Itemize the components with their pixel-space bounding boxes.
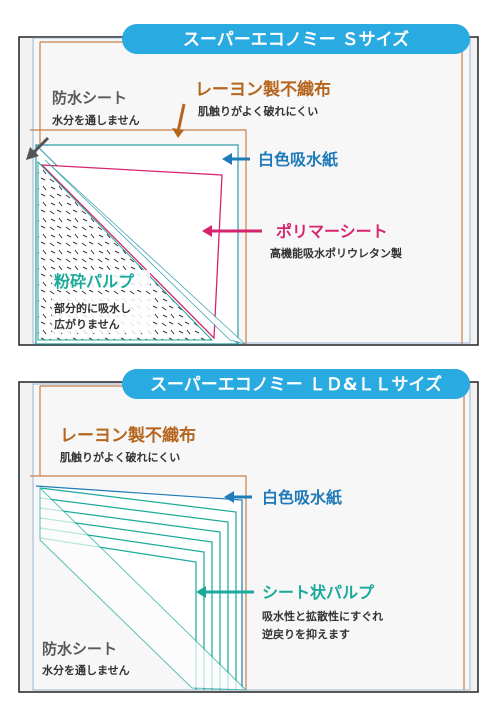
s-pulp-desc-bg bbox=[52, 297, 152, 333]
panel-ld-title: スーパーエコノミー ＬＤ&ＬＬサイズ bbox=[150, 374, 442, 395]
ld-waterproof-title: 防水シート bbox=[42, 640, 117, 658]
ld-sheet-pulp-desc-1: 吸水性と拡散性にすぐれ bbox=[262, 609, 383, 623]
polymer-arrowhead-icon bbox=[202, 225, 212, 237]
ld-white-paper-arrowhead-icon bbox=[224, 491, 234, 503]
waterproof-arrowhead-icon bbox=[26, 147, 39, 160]
panel-s-title: スーパーエコノミー Ｓサイズ bbox=[183, 29, 409, 50]
s-pulp-title: 粉砕パルプ bbox=[54, 272, 135, 291]
ld-waterproof-desc: 水分を通しません bbox=[42, 663, 130, 677]
ld-sheet-pulp-title: シート状パルプ bbox=[262, 583, 375, 602]
crushed-pulp-shape bbox=[37, 160, 214, 341]
s-pulp-desc-2: 広がりません bbox=[54, 317, 120, 331]
s-polymer-desc: 高機能吸水ポリウレタン製 bbox=[270, 246, 403, 260]
white-paper-arrowhead-icon bbox=[222, 153, 232, 165]
ld-rayon-title: レーヨン製不織布 bbox=[60, 425, 196, 446]
s-pulp-title-bg bbox=[52, 270, 150, 290]
pulp-edge-layer bbox=[44, 159, 246, 345]
s-waterproof-desc: 水分を通しません bbox=[52, 113, 140, 127]
s-rayon-title: レーヨン製不織布 bbox=[195, 79, 331, 100]
s-rayon-desc: 肌触りがよく破れにくい bbox=[197, 104, 318, 118]
ld-sheet-pulp-arrowhead-icon bbox=[196, 586, 206, 598]
panel-ld-ll-size: スーパーエコノミー ＬＤ&ＬＬサイズ レーヨン製不織布 肌触りがよく破れにくい … bbox=[18, 369, 479, 693]
rayon-arrowhead-icon bbox=[172, 128, 184, 138]
rayon-arrow-icon bbox=[176, 103, 186, 133]
s-waterproof-title: 防水シート bbox=[52, 89, 127, 107]
waterproof-arrow-icon bbox=[32, 136, 50, 154]
ld-white-paper-label: 白色吸水紙 bbox=[262, 488, 342, 507]
s-pulp-desc-1: 部分的に吸水し bbox=[54, 301, 131, 315]
ld-pulp-diagonal bbox=[39, 486, 248, 691]
s-polymer-title: ポリマーシート bbox=[276, 222, 388, 241]
ld-rayon-desc: 肌触りがよく破れにくい bbox=[59, 450, 180, 464]
rayon-fold-outline bbox=[30, 129, 247, 344]
ld-rayon-fold-outline bbox=[30, 475, 247, 690]
ld-sheet-pulp-desc-2: 逆戻りを抑えます bbox=[262, 627, 350, 641]
panel-ld-banner bbox=[122, 369, 470, 399]
panel-s-size: スーパーエコノミー Ｓサイズ 防水シート 水分を通しません レーヨン製不織布 肌… bbox=[18, 24, 479, 346]
polymer-sheet-shape bbox=[40, 164, 223, 340]
panel-s-banner bbox=[122, 24, 470, 54]
s-white-paper-label: 白色吸水紙 bbox=[258, 150, 338, 169]
